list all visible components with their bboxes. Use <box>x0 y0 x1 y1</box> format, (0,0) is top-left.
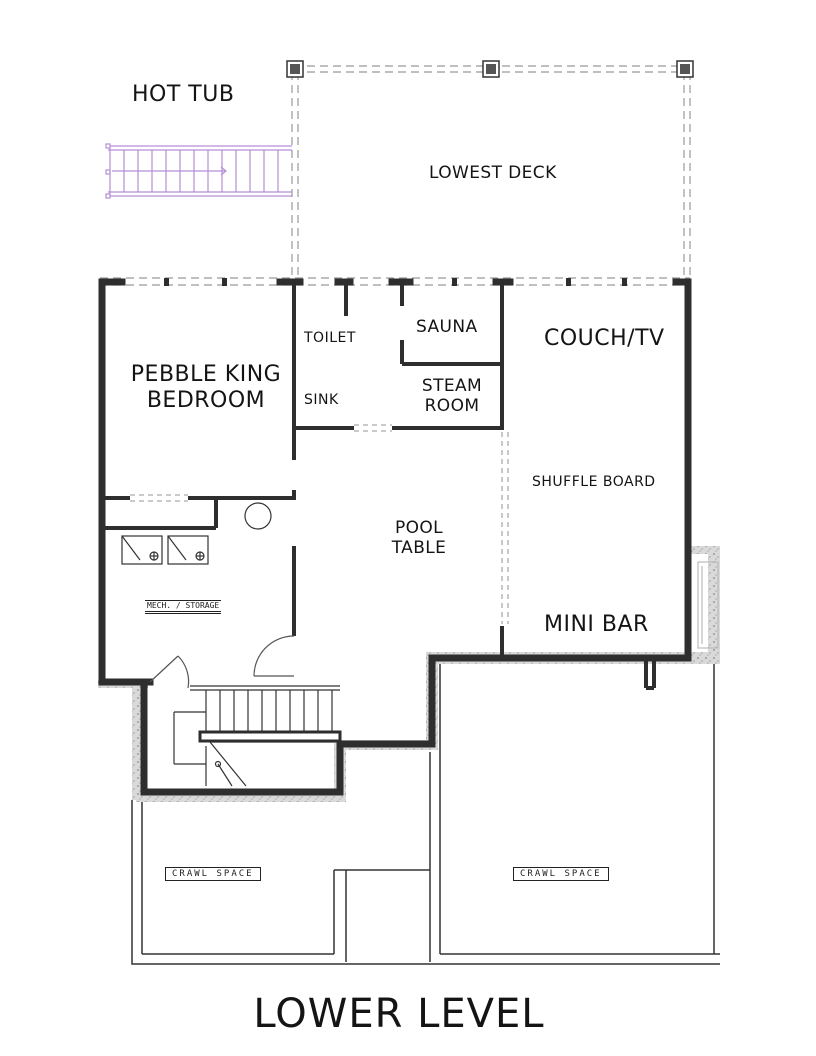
mini-bar-label: MINI BAR <box>544 612 649 637</box>
bedroom-label-line2: BEDROOM <box>146 388 266 414</box>
pool-table-label-line1: POOL <box>394 518 444 538</box>
interior-stairs <box>173 685 340 787</box>
wall-posts <box>164 278 627 286</box>
hot-tub-label: HOT TUB <box>132 82 235 107</box>
shuffle-board-label: SHUFFLE BOARD <box>532 474 656 490</box>
toilet-label: TOILET <box>304 330 356 346</box>
couch-tv-label: COUCH/TV <box>544 326 665 351</box>
steam-room-label-line1: STEAM <box>421 376 483 396</box>
bedroom-label: PEBBLE KING BEDROOM <box>126 362 286 415</box>
interior-walls <box>104 282 656 690</box>
crawl-space-outlines <box>131 664 720 965</box>
crawl-space-right-tag: CRAWL SPACE <box>513 867 609 881</box>
bedroom-label-line1: PEBBLE KING <box>130 362 282 387</box>
exterior-walls <box>98 278 692 796</box>
lowest-deck-label: LOWEST DECK <box>429 163 557 183</box>
hot-tub-stairs <box>105 143 292 199</box>
stair-landing-wall <box>198 730 342 743</box>
plan-title: LOWER LEVEL <box>253 991 545 1037</box>
mech-fixtures <box>121 502 272 565</box>
steam-room-label-line2: ROOM <box>424 396 480 417</box>
deck-posts <box>286 60 694 78</box>
pool-table-label: POOL TABLE <box>384 518 454 559</box>
sink-label: SINK <box>304 392 339 408</box>
pool-table-label-line2: TABLE <box>391 538 447 559</box>
right-window <box>697 561 719 649</box>
steam-room-label: STEAM ROOM <box>410 376 494 417</box>
crawl-space-left-tag: CRAWL SPACE <box>165 867 261 881</box>
mech-storage-tag: MECH. / STORAGE <box>145 600 222 614</box>
sauna-label: SAUNA <box>416 317 478 337</box>
openings <box>130 424 509 624</box>
doors <box>149 635 295 689</box>
